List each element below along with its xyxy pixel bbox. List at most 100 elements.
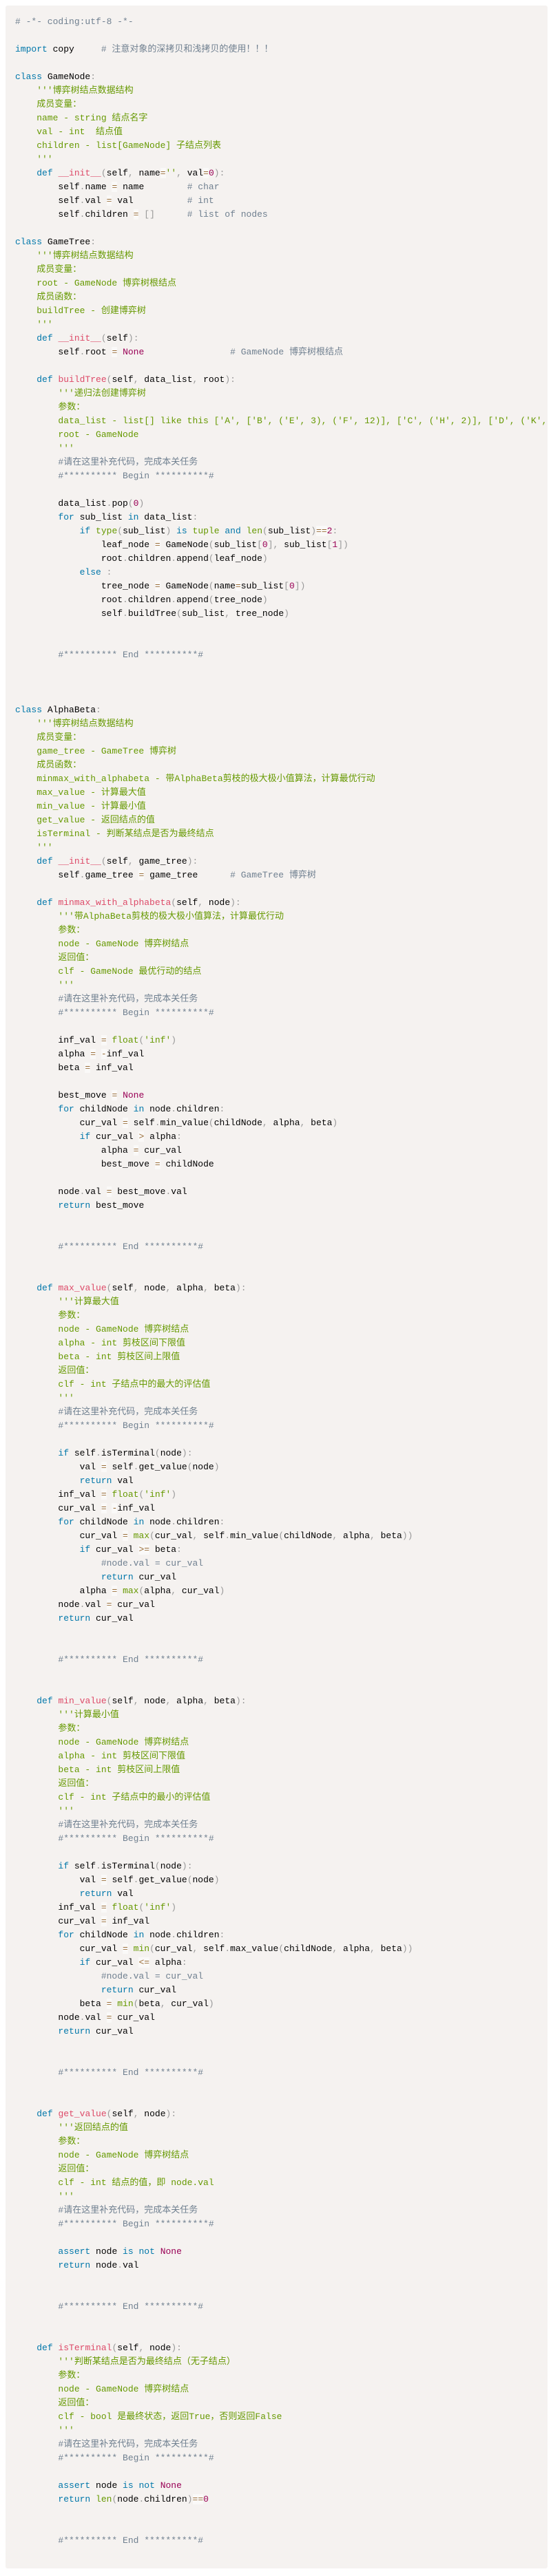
punctuation-token: :	[106, 567, 112, 577]
identifier-token: game_tree	[85, 870, 139, 880]
number-token: 0	[203, 2494, 209, 2504]
code-line: '''	[15, 318, 548, 332]
operator-token: =	[112, 182, 118, 192]
code-line: #请在这里补充代码，完成本关任务	[15, 2204, 548, 2217]
identifier-token: beta	[375, 1531, 402, 1541]
string-token: '''带AlphaBeta剪枝的极大极小值算法，计算最优行动	[15, 911, 284, 922]
identifier-token	[155, 2246, 160, 2257]
identifier-token: append	[176, 553, 209, 564]
identifier-token: self	[106, 168, 128, 178]
code-line: for sub_list in data_list:	[15, 511, 548, 524]
comment-token: #********** Begin **********#	[15, 2219, 214, 2229]
operator-token: =	[101, 1503, 107, 1513]
punctuation-token: )	[262, 553, 268, 564]
string-token: clf - int 子结点中的最大的评估值	[15, 1379, 211, 1390]
operator-token: =	[112, 1090, 118, 1100]
punctuation-token: :	[176, 1131, 182, 1142]
identifier-token: min_value	[160, 1118, 209, 1128]
code-line: beta = inf_val	[15, 1061, 548, 1075]
identifier-token	[117, 1090, 123, 1100]
keyword-token: class	[15, 237, 43, 247]
punctuation-token: ):	[187, 856, 198, 866]
code-line: alpha - int 剪枝区间下限值	[15, 1749, 548, 1763]
punctuation-token: (	[149, 1944, 155, 1954]
punctuation-token: (	[106, 1283, 112, 1293]
code-line: val - int 结点值	[15, 125, 548, 139]
string-token: alpha - int 剪枝区间下限值	[15, 1338, 186, 1348]
punctuation-token: ,	[192, 1944, 198, 1954]
code-line: self.root = None # GameNode 博弈树根结点	[15, 345, 548, 359]
identifier-token	[144, 347, 230, 357]
builtin-token: tuple	[192, 526, 220, 536]
identifier-token: alpha	[337, 1531, 370, 1541]
code-line: #请在这里补充代码，完成本关任务	[15, 1818, 548, 1832]
identifier-token: name	[214, 581, 236, 591]
comment-token: # GameNode 博弈树根结点	[230, 347, 343, 357]
string-token: 参数：	[15, 2136, 85, 2147]
code-line: 返回值：	[15, 1777, 548, 1791]
code-line: cur_val = inf_val	[15, 1915, 548, 1928]
string-token: 'inf'	[144, 1489, 171, 1500]
identifier-token	[15, 2109, 37, 2119]
code-line: cur_val = min(cur_val, self.max_value(ch…	[15, 1942, 548, 1956]
code-line	[15, 222, 548, 235]
identifier-token: GameNode	[160, 581, 209, 591]
punctuation-token: .	[123, 608, 128, 619]
code-line: return len(node.children)==0	[15, 2493, 548, 2506]
string-token: ''	[165, 168, 177, 178]
punctuation-token: (	[208, 581, 214, 591]
punctuation-token: ,	[203, 1283, 209, 1293]
code-line: '''	[15, 2424, 548, 2438]
string-token: 返回值：	[15, 952, 94, 963]
comment-token: #********** Begin **********#	[15, 471, 214, 481]
punctuation-token: ,	[332, 1944, 338, 1954]
code-line: #********** End **********#	[15, 648, 548, 662]
punctuation-token: (	[101, 168, 107, 178]
code-line	[15, 1020, 548, 1034]
identifier-token	[15, 512, 58, 522]
number-token: None	[123, 1090, 145, 1100]
keyword-token: not	[138, 2480, 155, 2491]
identifier-token: self	[69, 1448, 96, 1458]
identifier-token: cur_val	[15, 1118, 123, 1128]
string-token: 参数：	[15, 2370, 85, 2381]
string-token: children - list[GameNode] 子结点列表	[15, 140, 222, 151]
code-line: '''计算最大值	[15, 1295, 548, 1309]
punctuation-token: )	[171, 1489, 177, 1500]
identifier-token: isTerminal	[101, 1448, 155, 1458]
identifier-token: beta	[15, 1999, 107, 2009]
code-line: inf_val = float('inf')	[15, 1901, 548, 1915]
identifier-token: childNode	[284, 1944, 333, 1954]
code-line	[15, 1226, 548, 1240]
identifier-token: node	[192, 1462, 214, 1472]
code-line: return cur_val	[15, 1612, 548, 1626]
identifier-token: cur_val	[15, 1503, 101, 1513]
identifier-token: inf_val	[15, 1035, 101, 1045]
identifier-token: node	[144, 1517, 171, 1527]
builtin-token: min	[117, 1999, 134, 2009]
identifier-token	[15, 168, 37, 178]
string-token: game_tree - GameTree 博弈树	[15, 746, 177, 756]
code-line: beta - int 剪枝区间上限值	[15, 1763, 548, 1777]
code-line: self.buildTree(sub_list, tree_node)	[15, 607, 548, 621]
identifier-token: max_value	[230, 1944, 279, 1954]
identifier-token: alpha	[171, 1283, 204, 1293]
identifier-token	[15, 2246, 58, 2257]
comment-token: #请在这里补充代码，完成本关任务	[15, 457, 198, 467]
punctuation-token: :	[90, 72, 96, 82]
identifier-token: isTerminal	[101, 1861, 155, 1871]
identifier-token: childNode	[74, 1517, 134, 1527]
identifier-token	[15, 1517, 58, 1527]
code-line: '''	[15, 841, 548, 855]
function-name-token: minmax_with_alphabeta	[58, 897, 171, 908]
punctuation-token: ):	[235, 1283, 247, 1293]
comment-token: #node.val = cur_val	[15, 1971, 204, 1981]
identifier-token: beta	[208, 1696, 236, 1706]
identifier-token: node	[144, 1104, 171, 1114]
identifier-token: inf_val	[106, 1916, 150, 1926]
operator-token: -	[112, 1503, 118, 1513]
keyword-token: if	[79, 1131, 91, 1142]
code-line: def min_value(self, node, alpha, beta):	[15, 1694, 548, 1708]
code-line: #请在这里补充代码，完成本关任务	[15, 456, 548, 469]
string-token: max_value - 计算最大值	[15, 787, 146, 798]
